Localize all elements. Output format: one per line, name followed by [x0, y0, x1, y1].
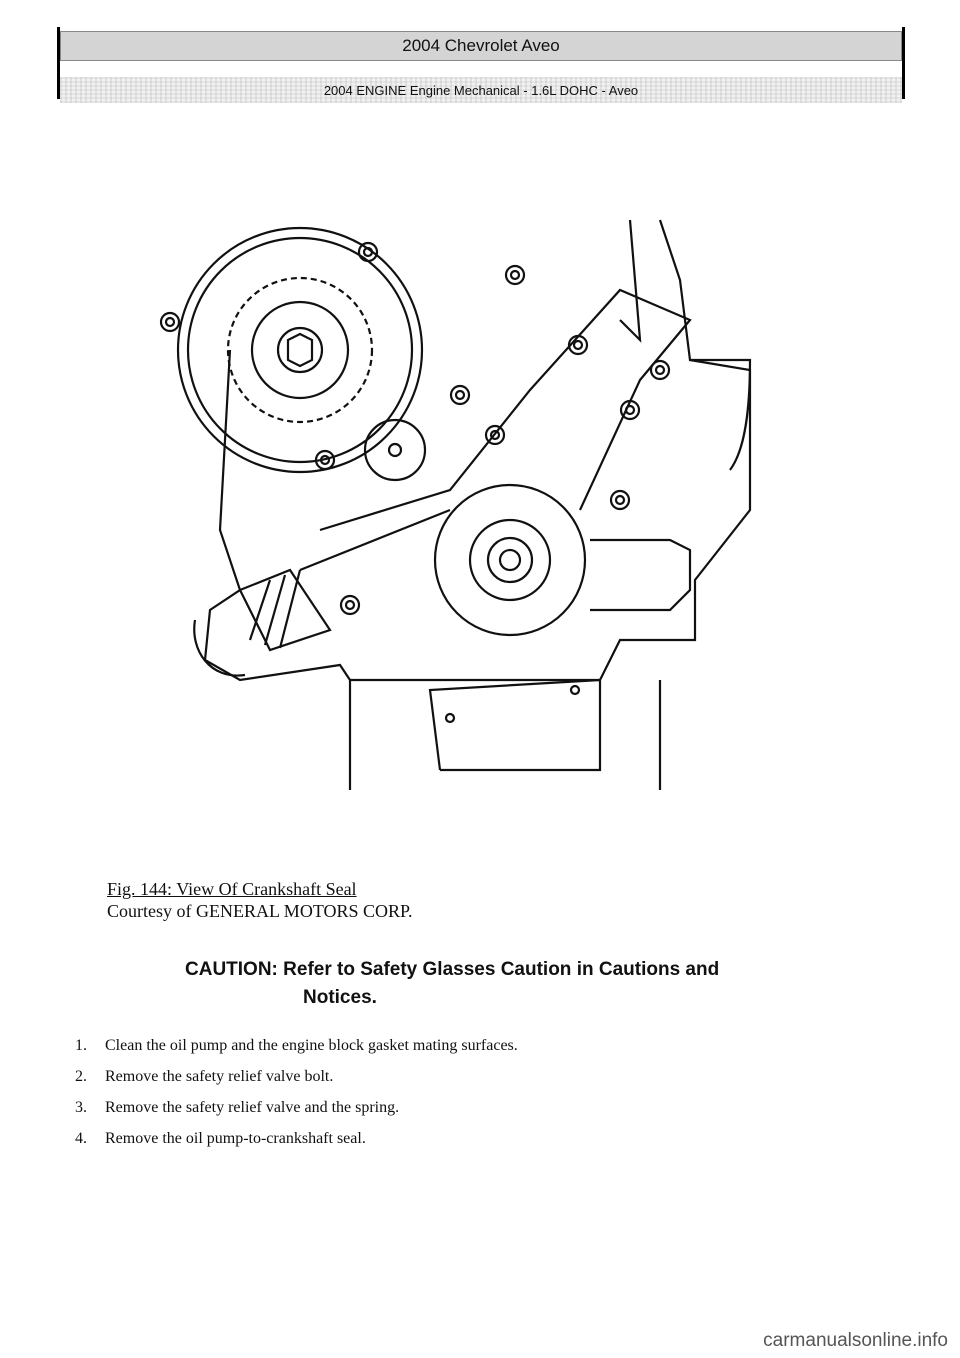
step-number: 2.: [75, 1068, 87, 1085]
caution-line-2: Notices.: [303, 987, 377, 1008]
list-item: 4. Remove the oil pump-to-crankshaft sea…: [75, 1127, 518, 1158]
oil-pump-seal: [433, 483, 587, 637]
list-item: 2. Remove the safety relief valve bolt.: [75, 1065, 518, 1096]
step-text: Remove the safety relief valve and the s…: [105, 1099, 400, 1116]
step-text: Remove the safety relief valve bolt.: [105, 1068, 334, 1085]
list-item: 3. Remove the safety relief valve and th…: [75, 1096, 518, 1127]
page-header: 2004 Chevrolet Aveo 2004 ENGINE Engine M…: [57, 27, 905, 103]
caution-note: CAUTION: Refer to Safety Glasses Caution…: [185, 956, 845, 1012]
figure-caption: Fig. 144: View Of Crankshaft Seal Courte…: [107, 878, 413, 922]
watermark: carmanualsonline.info: [763, 1330, 948, 1351]
step-number: 4.: [75, 1130, 87, 1147]
step-number: 1.: [75, 1037, 87, 1054]
caution-line-1: CAUTION: Refer to Safety Glasses Caution…: [185, 959, 720, 980]
step-text: Clean the oil pump and the engine block …: [105, 1037, 518, 1054]
figure-title: Fig. 144: View Of Crankshaft Seal: [107, 879, 357, 899]
header-title: 2004 Chevrolet Aveo: [60, 31, 902, 61]
step-text: Remove the oil pump-to-crankshaft seal.: [105, 1130, 366, 1147]
timing-pulley: [176, 226, 424, 474]
step-number: 3.: [75, 1099, 87, 1116]
list-item: 1. Clean the oil pump and the engine blo…: [75, 1034, 518, 1065]
figure-credit: Courtesy of GENERAL MOTORS CORP.: [107, 901, 413, 921]
engine-illustration: [159, 219, 752, 790]
header-subtitle: 2004 ENGINE Engine Mechanical - 1.6L DOH…: [60, 77, 902, 103]
procedure-steps: 1. Clean the oil pump and the engine blo…: [75, 1034, 518, 1158]
